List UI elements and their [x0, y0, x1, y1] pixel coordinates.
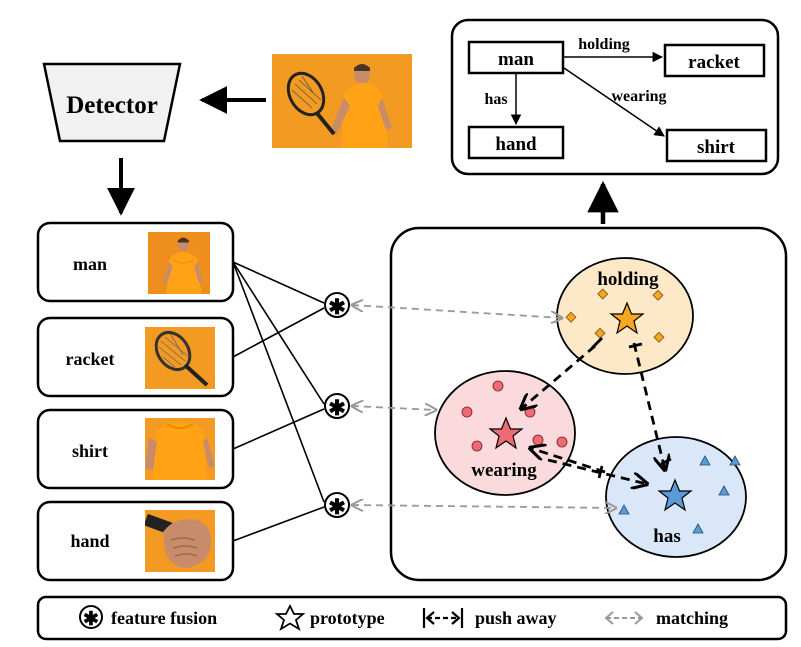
prototype-star-has	[657, 478, 693, 512]
prototype-star-wearing	[488, 416, 524, 450]
sg-node-racket-label: racket	[688, 52, 740, 73]
object-label-shirt: shirt	[72, 441, 108, 461]
push-away-bars	[591, 337, 672, 479]
prototype-star-holding	[609, 301, 645, 335]
sg-node-man-label: man	[498, 49, 534, 70]
legend-prototype-label: prototype	[310, 608, 385, 628]
fusion-node-1: ✱	[324, 292, 350, 319]
detector-label: Detector	[66, 92, 158, 119]
push-away-arrows	[521, 342, 665, 484]
scene-graph-box: man racket hand shirt holding has wearin…	[450, 18, 780, 176]
fusion-node-3: ✱	[324, 492, 350, 519]
object-box-racket: racket	[36, 316, 235, 398]
feature-fusion-icon	[79, 605, 103, 629]
sg-node-man	[467, 40, 565, 75]
sg-node-hand	[467, 125, 565, 160]
detector-block: Detector	[42, 62, 182, 143]
cluster-wearing-label: wearing	[471, 460, 537, 481]
svg-text:✱: ✱	[328, 396, 346, 420]
push-away-icon	[422, 608, 464, 628]
matching-icon	[604, 611, 644, 625]
object-box-shirt: shirt	[36, 408, 235, 490]
cluster-has: has	[605, 436, 747, 558]
sg-node-shirt-label: shirt	[697, 137, 736, 158]
sg-edge-has-label: has	[484, 91, 507, 108]
fusion-connections	[232, 261, 325, 542]
legend-matching: matching	[604, 608, 728, 628]
fusion-node-2: ✱	[324, 393, 350, 420]
prototype-star-icon	[274, 603, 306, 632]
svg-text:✱: ✱	[328, 295, 346, 319]
cluster-holding: holding	[556, 257, 694, 375]
object-crop-racket	[145, 327, 215, 389]
cluster-wearing: wearing	[434, 370, 576, 496]
sg-node-hand-label: hand	[495, 134, 537, 155]
detector-trapezoid	[42, 62, 182, 143]
svg-text:✱: ✱	[328, 495, 346, 519]
sg-edge-wearing-label: wearing	[611, 88, 666, 105]
input-image	[272, 54, 412, 148]
legend-matching-label: matching	[656, 608, 728, 628]
sg-node-racket	[663, 43, 766, 78]
object-label-man: man	[73, 254, 107, 274]
object-label-racket: racket	[66, 349, 115, 369]
object-crop-hand	[145, 510, 215, 572]
cluster-holding-label: holding	[597, 269, 659, 290]
matching-arrows	[352, 305, 616, 508]
legend-push-away-label: push away	[475, 608, 557, 628]
legend-feature-fusion: ✱ feature fusion	[79, 605, 217, 630]
object-crop-shirt	[145, 418, 215, 480]
sg-edge-wearing	[563, 67, 665, 137]
object-crop-man	[147, 232, 211, 294]
legend-prototype: prototype	[274, 603, 385, 632]
object-label-hand: hand	[70, 531, 109, 551]
object-box-hand: hand	[36, 500, 235, 582]
sg-edge-holding-label: holding	[578, 36, 630, 53]
object-box-man: man	[36, 221, 235, 303]
legend-feature-fusion-label: feature fusion	[111, 608, 217, 628]
legend: ✱ feature fusion prototype push away ma	[36, 595, 788, 641]
svg-text:✱: ✱	[83, 609, 99, 630]
legend-push-away: push away	[422, 608, 557, 628]
cluster-has-label: has	[653, 526, 680, 547]
sg-node-shirt	[665, 128, 768, 163]
